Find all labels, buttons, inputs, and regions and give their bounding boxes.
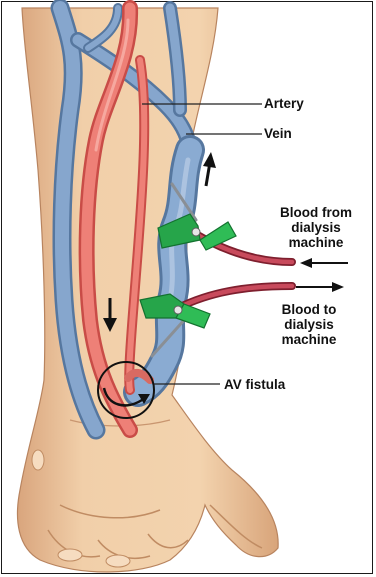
label-line: dialysis — [254, 317, 364, 332]
label-line: machine — [254, 332, 364, 347]
label-vein: Vein — [264, 126, 292, 141]
label-blood-from-dialysis: Blood from dialysis machine — [258, 205, 374, 250]
arrow-up-icon — [203, 152, 216, 186]
fingernail — [32, 450, 44, 470]
label-line: Blood to — [254, 302, 364, 317]
arrow-right-icon — [296, 282, 344, 292]
label-av-fistula: AV fistula — [224, 377, 285, 392]
label-line: Blood from — [258, 205, 374, 220]
arrow-left-icon — [300, 258, 348, 268]
label-line: machine — [258, 235, 374, 250]
fingernail — [106, 555, 130, 567]
label-artery: Artery — [264, 96, 304, 111]
label-line: dialysis — [258, 220, 374, 235]
fingernail — [58, 549, 82, 561]
label-blood-to-dialysis: Blood to dialysis machine — [254, 302, 364, 347]
